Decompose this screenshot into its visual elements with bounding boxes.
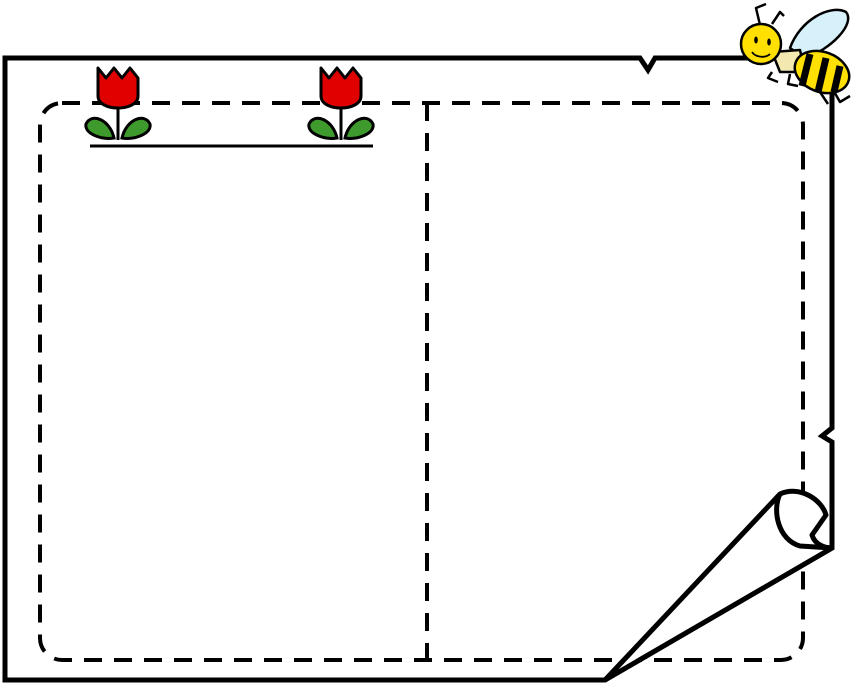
page-curl	[602, 488, 835, 683]
tulip-icon	[84, 66, 152, 140]
dashed-border	[38, 101, 805, 662]
tulip-icon	[307, 66, 375, 140]
bee-icon	[739, 2, 851, 105]
paper-sheet	[2, 55, 835, 683]
